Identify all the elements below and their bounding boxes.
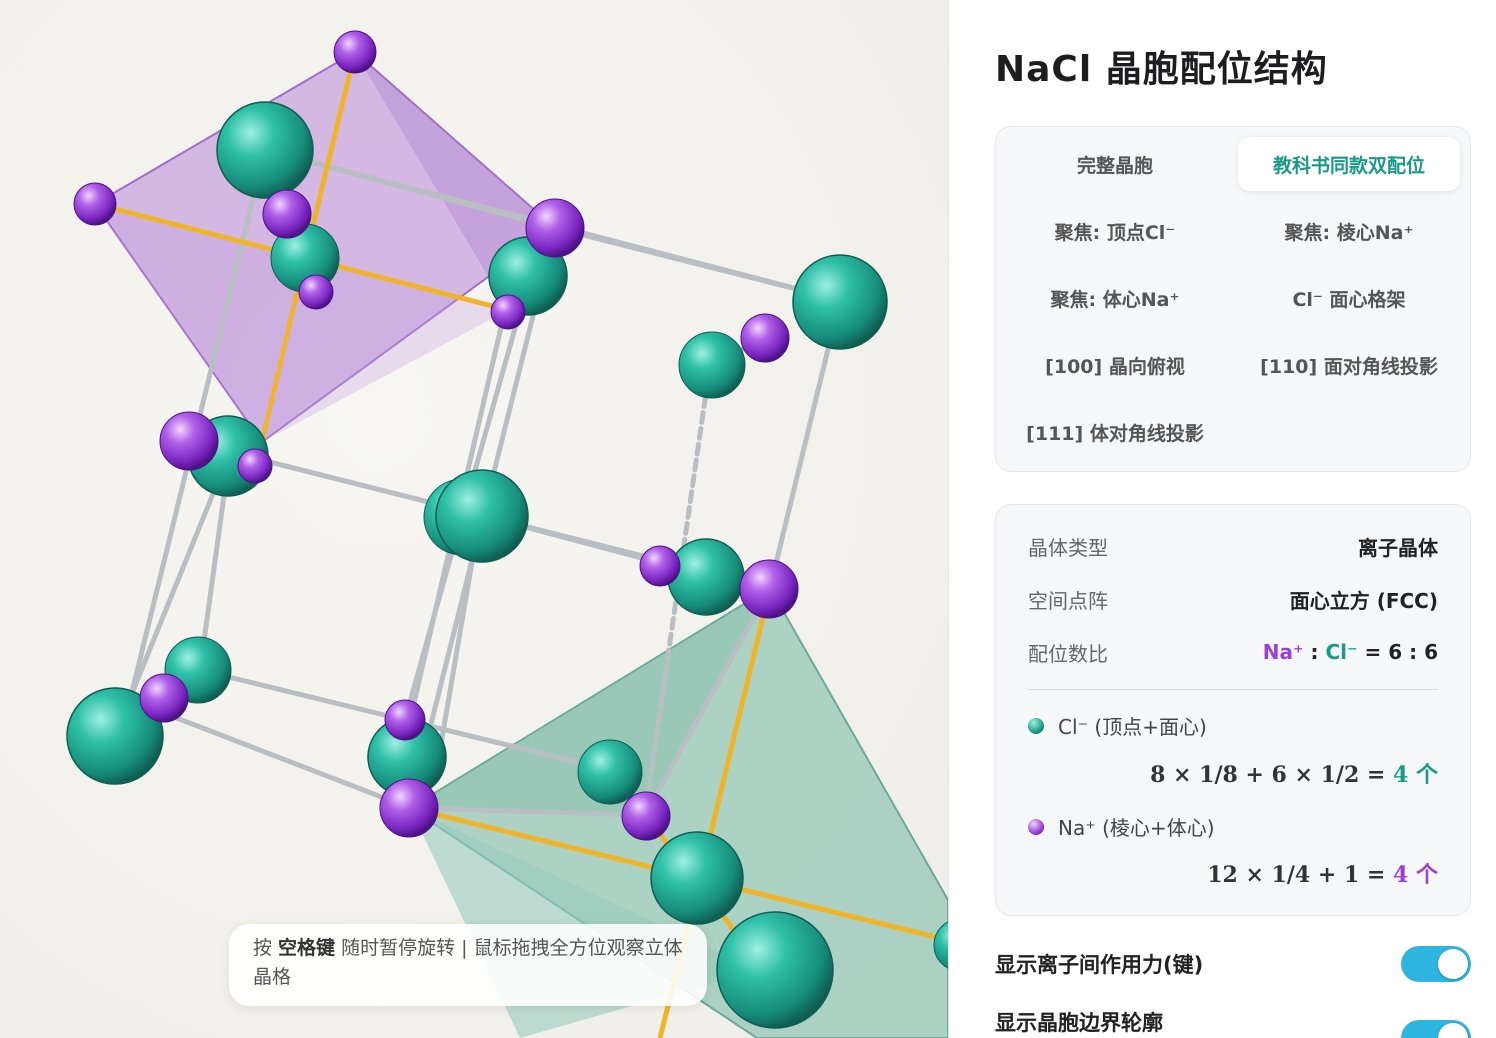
- na-ion-legend: Na⁺ (棱心+体心): [1028, 812, 1215, 841]
- mode-focus-edge-na[interactable]: 聚焦: 棱心Na⁺: [1284, 221, 1414, 244]
- cl-count-value: 4 个: [1393, 762, 1438, 788]
- mode-focus-vertex-cl[interactable]: 聚焦: 顶点Cl⁻: [1054, 221, 1176, 244]
- cl-dot-icon: [1028, 717, 1044, 734]
- crystal-3d-viewport[interactable]: 按 空格键 随时暂停旋转 | 鼠标拖拽全方位观察立体晶格: [0, 0, 948, 1038]
- crystal-info-card: 晶体类型 离子晶体 空间点阵 面心立方 (FCC) 配位数比 Na⁺ : Cl⁻…: [995, 504, 1471, 916]
- toggle-cell-outline-label: 显示晶胞边界轮廓: [995, 1011, 1163, 1035]
- cl-count-formula: 8 × 1/8 + 6 × 1/2 = 4 个: [1150, 757, 1438, 789]
- lattice-row: 空间点阵 面心立方 (FCC): [1028, 582, 1438, 616]
- hint-key: 空格键: [278, 937, 336, 959]
- ratio-sep: :: [1303, 640, 1326, 664]
- mode-view-100[interactable]: [100] 晶向俯视: [1045, 355, 1185, 378]
- ratio-na: Na⁺: [1262, 640, 1304, 664]
- na-ion-label: Na⁺ (棱心+体心): [1058, 816, 1215, 840]
- cl-ion-label: Cl⁻ (顶点+面心): [1058, 715, 1207, 739]
- coordination-ratio-row: 配位数比 Na⁺ : Cl⁻ = 6 : 6: [1028, 635, 1438, 669]
- toggle-cell-outline-row: 显示晶胞边界轮廓: [995, 1002, 1471, 1038]
- crystal-type-value: 离子晶体: [1358, 535, 1438, 560]
- toggle-bonds-label: 显示离子间作用力(键): [995, 953, 1204, 977]
- hint-prefix: 按: [253, 937, 279, 959]
- control-panel: NaCl 晶胞配位结构 完整晶胞 教科书同款双配位 聚焦: 顶点Cl⁻ 聚焦: …: [948, 0, 1496, 1038]
- toggle-knob: [1438, 949, 1468, 979]
- info-divider: [1028, 689, 1438, 690]
- mode-focus-body-na[interactable]: 聚焦: 体心Na⁺: [1050, 288, 1180, 311]
- cl-formula-text: 8 × 1/8 + 6 × 1/2 =: [1150, 762, 1394, 788]
- lattice-label: 空间点阵: [1028, 588, 1108, 613]
- toggle-cell-outline-switch[interactable]: [1401, 1020, 1471, 1038]
- hint-banner: 按 空格键 随时暂停旋转 | 鼠标拖拽全方位观察立体晶格: [229, 924, 707, 1006]
- crystal-lattice-render[interactable]: [0, 0, 948, 1038]
- cl-ion-legend: Cl⁻ (顶点+面心): [1028, 711, 1207, 740]
- ratio-label: 配位数比: [1028, 641, 1108, 666]
- na-formula-text: 12 × 1/4 + 1 =: [1207, 862, 1394, 888]
- mode-view-111[interactable]: [111] 体对角线投影: [1026, 422, 1204, 445]
- panel-title: NaCl 晶胞配位结构: [995, 49, 1328, 90]
- mode-textbook-dual[interactable]: 教科书同款双配位: [1238, 137, 1460, 191]
- toggle-bonds-switch[interactable]: [1401, 946, 1471, 982]
- na-count-value: 4 个: [1393, 862, 1438, 888]
- toggle-knob: [1438, 1023, 1468, 1038]
- mode-view-110[interactable]: [110] 面对角线投影: [1260, 355, 1438, 378]
- ratio-value: Na⁺ : Cl⁻ = 6 : 6: [1263, 640, 1438, 664]
- crystal-type-row: 晶体类型 离子晶体: [1028, 529, 1438, 563]
- na-ions: [73, 30, 799, 841]
- view-mode-group: 完整晶胞 教科书同款双配位 聚焦: 顶点Cl⁻ 聚焦: 棱心Na⁺ 聚焦: 体心…: [995, 126, 1471, 472]
- toggle-bonds-row: 显示离子间作用力(键): [995, 944, 1471, 984]
- ratio-number: = 6 : 6: [1357, 640, 1439, 664]
- cl-ions: [66, 101, 948, 1029]
- mode-full-cell[interactable]: 完整晶胞: [1076, 154, 1153, 177]
- na-dot-icon: [1028, 818, 1044, 835]
- ratio-cl: Cl⁻: [1325, 640, 1358, 664]
- hint-suffix: 随时暂停旋转 | 鼠标拖拽全方位观察立体晶格: [253, 937, 683, 988]
- mode-cl-fcc-frame[interactable]: Cl⁻ 面心格架: [1292, 288, 1406, 311]
- lattice-value: 面心立方 (FCC): [1289, 588, 1438, 613]
- na-count-formula: 12 × 1/4 + 1 = 4 个: [1207, 857, 1438, 889]
- crystal-type-label: 晶体类型: [1028, 535, 1108, 560]
